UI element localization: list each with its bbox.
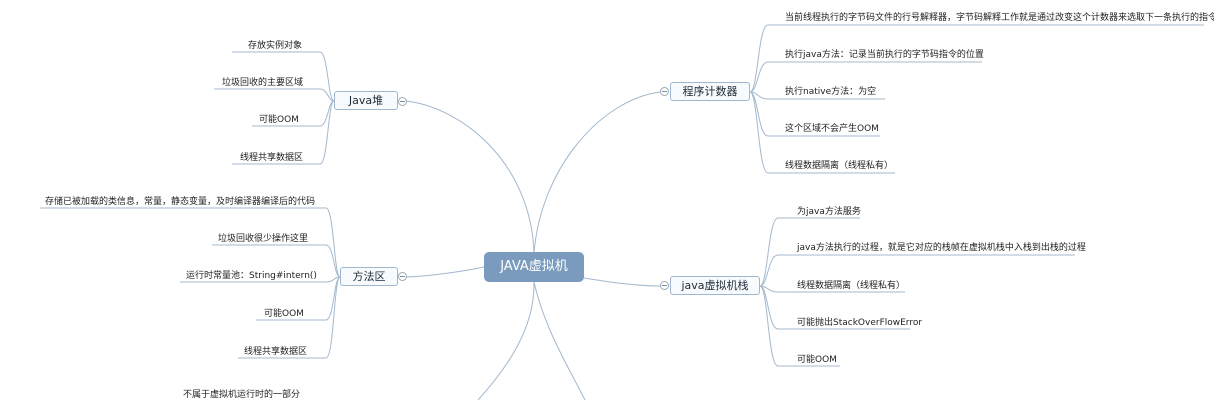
leaf-heap-1: 垃圾回收的主要区域 (222, 78, 304, 88)
edge-pc-leaf (749, 24, 1204, 93)
leaf-pc-4: 线程数据隔离（线程私有） (785, 161, 894, 171)
edge-stack-leaf (759, 285, 840, 367)
leaf-stack-1: java方法执行的过程，就是它对应的栈帧在虚拟机栈中入栈到出栈的过程 (797, 243, 1086, 253)
edge-pc-leaf (749, 61, 982, 93)
root-label: JAVA虚拟机 (500, 259, 568, 274)
edge-method-leaf (238, 276, 341, 359)
leaf-method-0: 存储已被加载的类信息，常量，静态变量，及时编译器编译后的代码 (45, 197, 316, 207)
leaf-stack-0: 为java方法服务 (797, 207, 861, 217)
edge-stack-leaf (759, 285, 905, 293)
leaf-direct-0: 不属于虚拟机运行时的一部分 (183, 390, 301, 400)
edge-heap-leaf (214, 88, 335, 102)
leaf-stack-4: 可能OOM (797, 355, 837, 365)
branch-jvm-stack[interactable]: java虚拟机栈 (670, 276, 760, 295)
edge-heap-leaf (232, 100, 335, 165)
edge-stack-leaf (759, 217, 860, 287)
collapse-icon[interactable] (398, 97, 407, 106)
edge-root-pc (533, 91, 661, 255)
edge-pc-leaf (749, 91, 895, 174)
leaf-pc-2: 执行native方法：为空 (785, 87, 877, 97)
edge-root-method (406, 266, 485, 278)
branch-method-area[interactable]: 方法区 (340, 267, 398, 286)
branch-label: 方法区 (352, 270, 386, 283)
branch-label: Java堆 (348, 94, 384, 107)
leaf-stack-3: 可能抛出StackOverFlowError (797, 318, 923, 328)
leaf-stack-2: 线程数据隔离（线程私有） (797, 281, 906, 291)
leaf-heap-3: 线程共享数据区 (240, 153, 304, 163)
leaf-method-3: 可能OOM (264, 309, 304, 319)
edge-pc-leaf (749, 91, 885, 100)
collapse-icon[interactable] (660, 281, 669, 290)
edge-root-direct (477, 281, 535, 400)
edge-method-leaf (212, 244, 341, 278)
edge-root-heap (406, 100, 535, 255)
leaf-pc-1: 执行java方法：记录当前执行的字节码指令的位置 (785, 50, 984, 60)
leaf-heap-2: 可能OOM (259, 115, 299, 125)
edge-method-leaf (40, 207, 341, 278)
leaf-method-1: 垃圾回收很少操作这里 (218, 234, 309, 244)
collapse-icon[interactable] (660, 87, 669, 96)
branch-label: 程序计数器 (682, 85, 738, 98)
root-node[interactable]: JAVA虚拟机 (484, 252, 584, 282)
edge-root-extra (533, 281, 586, 400)
edge-stack-leaf (759, 254, 1075, 287)
branch-label: java虚拟机栈 (681, 279, 749, 292)
leaf-method-2: 运行时常量池：String#intern() (186, 271, 317, 281)
edge-method-leaf (180, 276, 341, 283)
branch-program-counter[interactable]: 程序计数器 (670, 82, 750, 101)
leaf-pc-0: 当前线程执行的字节码文件的行号解释器，字节码解释工作就是通过改变这个计数器来选取… (785, 13, 1214, 23)
leaf-pc-3: 这个区域不会产生OOM (785, 124, 879, 134)
edge-root-stack (583, 277, 661, 287)
leaf-method-4: 线程共享数据区 (244, 347, 308, 357)
collapse-icon[interactable] (398, 272, 407, 281)
branch-java-heap[interactable]: Java堆 (334, 91, 398, 110)
leaf-heap-0: 存放实例对象 (248, 41, 303, 51)
edge-heap-leaf (232, 51, 335, 102)
